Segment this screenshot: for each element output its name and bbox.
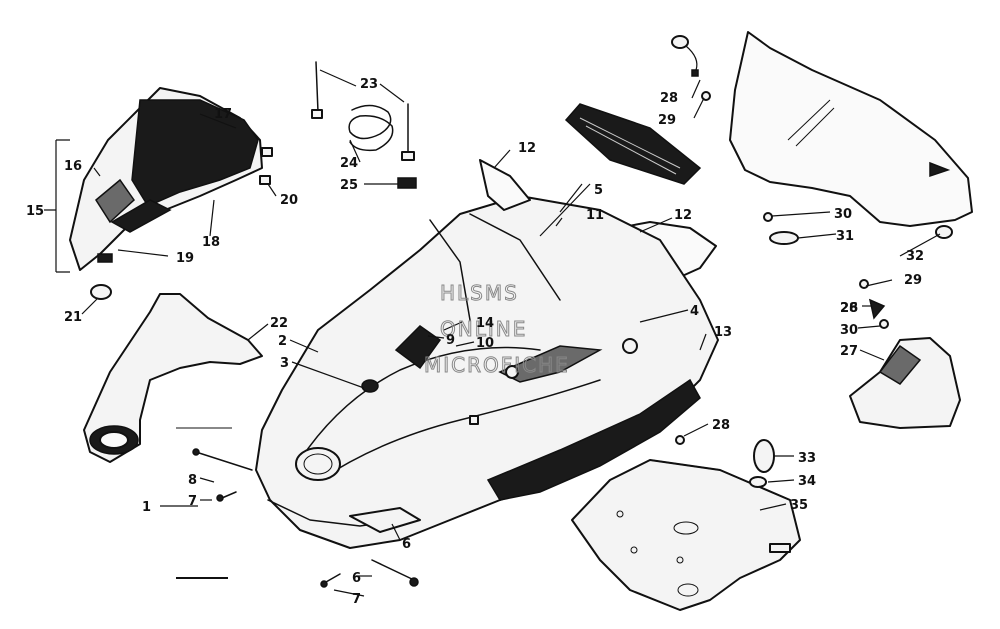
belly-pan bbox=[571, 459, 801, 611]
callout-24: 24 bbox=[340, 156, 358, 171]
callout-22: 22 bbox=[270, 316, 288, 331]
inner-liner bbox=[83, 293, 263, 463]
callout-18: 18 bbox=[202, 235, 220, 250]
hood-bolts bbox=[192, 448, 419, 588]
callout-9: 9 bbox=[446, 333, 455, 348]
callout-11: 11 bbox=[586, 208, 604, 223]
callout-26: 26 bbox=[840, 301, 858, 316]
side-deflector bbox=[849, 279, 961, 429]
callout-23: 23 bbox=[360, 77, 378, 92]
callout-12a: 12 bbox=[518, 141, 536, 156]
callout-31: 31 bbox=[836, 229, 854, 244]
callout-6b: 6 bbox=[352, 571, 361, 586]
callout-29b: 29 bbox=[904, 273, 922, 288]
callout-20: 20 bbox=[280, 193, 298, 208]
callout-35: 35 bbox=[790, 498, 808, 513]
callout-27: 27 bbox=[840, 344, 858, 359]
callout-28b: 28 bbox=[840, 301, 858, 316]
callout-5: 5 bbox=[594, 183, 603, 198]
watermark-line-3: MICROFICHE bbox=[424, 353, 570, 377]
callout-14: 14 bbox=[476, 316, 494, 331]
watermark-line-2: ONLINE bbox=[440, 317, 527, 341]
callout-2: 2 bbox=[278, 334, 287, 349]
callout-25: 25 bbox=[340, 178, 358, 193]
main-hood bbox=[255, 159, 719, 549]
callout-32: 32 bbox=[906, 249, 924, 264]
clip-33-34 bbox=[749, 439, 775, 488]
callout-7a: 7 bbox=[188, 494, 197, 509]
windshield-hardware-upper bbox=[671, 35, 711, 101]
callout-30a: 30 bbox=[834, 207, 852, 222]
callout-34: 34 bbox=[798, 474, 816, 489]
callout-8: 8 bbox=[188, 473, 197, 488]
callout-28c: 28 bbox=[712, 418, 730, 433]
callout-17: 17 bbox=[214, 107, 232, 122]
watermark-line-1: HLSMS bbox=[440, 281, 519, 305]
callout-29a: 29 bbox=[658, 113, 676, 128]
callout-6a: 6 bbox=[402, 537, 411, 552]
console-vent bbox=[564, 103, 702, 185]
callout-3: 3 bbox=[280, 356, 289, 371]
side-panel-assembly bbox=[69, 87, 273, 300]
callout-16: 16 bbox=[64, 159, 82, 174]
callout-12b: 12 bbox=[674, 208, 692, 223]
callout-21: 21 bbox=[64, 310, 82, 325]
callout-15: 15 bbox=[26, 204, 44, 219]
spring-hardware bbox=[311, 61, 417, 189]
callout-labels: 1 2 3 4 5 6 6 7 7 8 9 10 11 12 12 13 14 … bbox=[26, 77, 924, 607]
callout-30b: 30 bbox=[840, 323, 858, 338]
leader-lines bbox=[44, 69, 941, 597]
callout-7b: 7 bbox=[352, 592, 361, 607]
callout-33: 33 bbox=[798, 451, 816, 466]
callout-28a: 28 bbox=[660, 91, 678, 106]
watermark: HLSMS ONLINE MICROFICHE bbox=[424, 281, 570, 378]
callout-1: 1 bbox=[142, 500, 151, 515]
callout-10: 10 bbox=[476, 336, 494, 351]
callout-4: 4 bbox=[690, 304, 699, 319]
windshield bbox=[729, 31, 973, 227]
callout-19: 19 bbox=[176, 251, 194, 266]
callout-13: 13 bbox=[714, 325, 732, 340]
